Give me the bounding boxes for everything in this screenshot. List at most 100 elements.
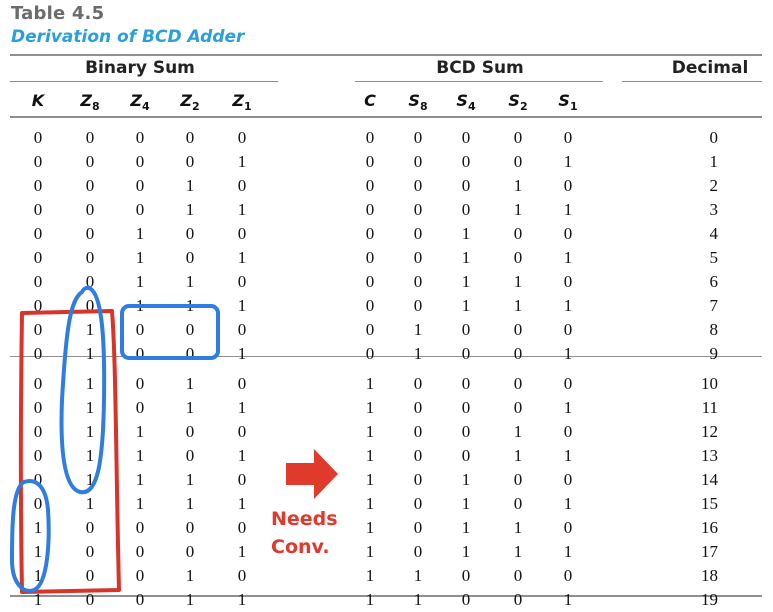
- binary-sum-cell: 0: [135, 590, 145, 609]
- binary-column-header: K: [15, 91, 61, 113]
- binary-sum-cell: 0: [237, 422, 247, 441]
- binary-sum-cell: 0: [85, 272, 95, 291]
- binary-sum-cell: 0: [135, 542, 145, 561]
- bcd-sum-cell: 1: [461, 542, 471, 561]
- bcd-column-header: S8: [395, 91, 441, 113]
- bcd-sum-cell: 1: [513, 422, 523, 441]
- binary-sum-cell: 0: [85, 152, 95, 171]
- decimal-cell: 18: [701, 566, 718, 585]
- column-header-letter: S: [558, 91, 570, 110]
- bcd-sum-cell: 1: [461, 518, 471, 537]
- binary-sum-cell: 0: [135, 518, 145, 537]
- bcd-sum-cell: 1: [461, 296, 471, 315]
- needs-conversion-label-line2: Conv.: [271, 536, 330, 558]
- needs-conversion-arrow: [286, 449, 338, 499]
- decimal-cell: 11: [701, 398, 718, 417]
- bcd-sum-cell: 1: [365, 518, 375, 537]
- binary-sum-cell: 1: [33, 590, 43, 609]
- bcd-sum-cell: 0: [563, 374, 573, 393]
- binary-sum-cell: 0: [185, 152, 195, 171]
- binary-sum-cell: 1: [85, 344, 95, 363]
- decimal-cell: 1: [709, 152, 719, 171]
- column-header-subscript: 8: [91, 100, 100, 114]
- bcd-sum-cell: 0: [563, 422, 573, 441]
- bcd-sum-cell: 0: [413, 128, 423, 147]
- bcd-sum-cell: 1: [563, 542, 573, 561]
- bcd-sum-cell: 0: [513, 320, 523, 339]
- bottom-rule: [10, 595, 762, 597]
- binary-sum-cell: 1: [135, 224, 145, 243]
- bcd-sum-cell: 1: [563, 344, 573, 363]
- bcd-sum-cell: 1: [461, 248, 471, 267]
- bcd-sum-cell: 1: [563, 590, 573, 609]
- binary-sum-cell: 0: [185, 446, 195, 465]
- bcd-sum-cell: 0: [365, 128, 375, 147]
- column-header-letter: Z: [130, 91, 142, 110]
- binary-sum-cell: 1: [185, 272, 195, 291]
- bcd-sum-cell: 0: [563, 128, 573, 147]
- binary-sum-cell: 0: [135, 200, 145, 219]
- binary-sum-cell: 1: [85, 446, 95, 465]
- bcd-sum-cell: 0: [563, 224, 573, 243]
- column-header-subscript: 2: [519, 100, 528, 114]
- bcd-sum-cell: 1: [413, 590, 423, 609]
- bcd-sum-cell: 1: [413, 320, 423, 339]
- bcd-sum-cell: 0: [513, 470, 523, 489]
- group-header-decimal: Decimal: [671, 58, 749, 78]
- binary-sum-cell: 0: [185, 248, 195, 267]
- bcd-sum-cell: 0: [413, 200, 423, 219]
- bcd-sum-cell: 0: [413, 224, 423, 243]
- bcd-sum-cell: 1: [413, 566, 423, 585]
- binary-sum-cell: 0: [135, 152, 145, 171]
- binary-sum-cell: 1: [237, 152, 247, 171]
- bcd-sum-cell: 0: [461, 566, 471, 585]
- decimal-cell: 6: [709, 272, 719, 291]
- binary-sum-cell: 1: [135, 272, 145, 291]
- binary-sum-cell: 1: [185, 398, 195, 417]
- binary-sum-cell: 0: [85, 176, 95, 195]
- binary-sum-cell: 0: [33, 128, 43, 147]
- bcd-sum-cell: 0: [413, 446, 423, 465]
- binary-sum-cell: 0: [135, 374, 145, 393]
- header-bottom-rule: [10, 116, 762, 118]
- binary-sum-cell: 0: [85, 200, 95, 219]
- blue-z8-loop: [59, 285, 107, 495]
- column-header-letter: S: [456, 91, 468, 110]
- binary-sum-cell: 1: [135, 470, 145, 489]
- binary-sum-cell: 0: [237, 272, 247, 291]
- binary-sum-cell: 1: [85, 320, 95, 339]
- bcd-sum-cell: 0: [365, 224, 375, 243]
- bcd-sum-cell: 1: [563, 296, 573, 315]
- bcd-sum-cell: 0: [563, 470, 573, 489]
- binary-sum-cell: 0: [33, 224, 43, 243]
- binary-sum-cell: 0: [185, 128, 195, 147]
- binary-column-header: Z8: [67, 91, 113, 113]
- bcd-sum-cell: 0: [461, 152, 471, 171]
- binary-sum-cell: 0: [85, 248, 95, 267]
- decimal-cell: 3: [709, 200, 719, 219]
- binary-sum-cell: 0: [33, 446, 43, 465]
- decimal-underline: [622, 81, 762, 82]
- binary-sum-cell: 1: [85, 470, 95, 489]
- binary-sum-cell: 0: [237, 224, 247, 243]
- bcd-sum-cell: 0: [513, 566, 523, 585]
- column-header-letter: K: [31, 91, 45, 110]
- decimal-cell: 9: [709, 344, 719, 363]
- bcd-sum-cell: 0: [461, 446, 471, 465]
- binary-sum-cell: 0: [135, 176, 145, 195]
- binary-sum-cell: 0: [185, 224, 195, 243]
- bcd-sum-cell: 1: [365, 422, 375, 441]
- bcd-sum-cell: 1: [563, 200, 573, 219]
- binary-column-header: Z2: [167, 91, 213, 113]
- binary-sum-cell: 0: [33, 272, 43, 291]
- bcd-sum-cell: 0: [365, 152, 375, 171]
- bcd-sum-cell: 1: [513, 518, 523, 537]
- bcd-sum-cell: 0: [413, 470, 423, 489]
- binary-sum-cell: 0: [237, 374, 247, 393]
- bcd-sum-cell: 0: [413, 272, 423, 291]
- bcd-sum-cell: 0: [413, 296, 423, 315]
- binary-sum-cell: 0: [33, 152, 43, 171]
- bcd-sum-cell: 1: [365, 590, 375, 609]
- binary-sum-cell: 0: [85, 566, 95, 585]
- column-header-subscript: 4: [141, 100, 150, 114]
